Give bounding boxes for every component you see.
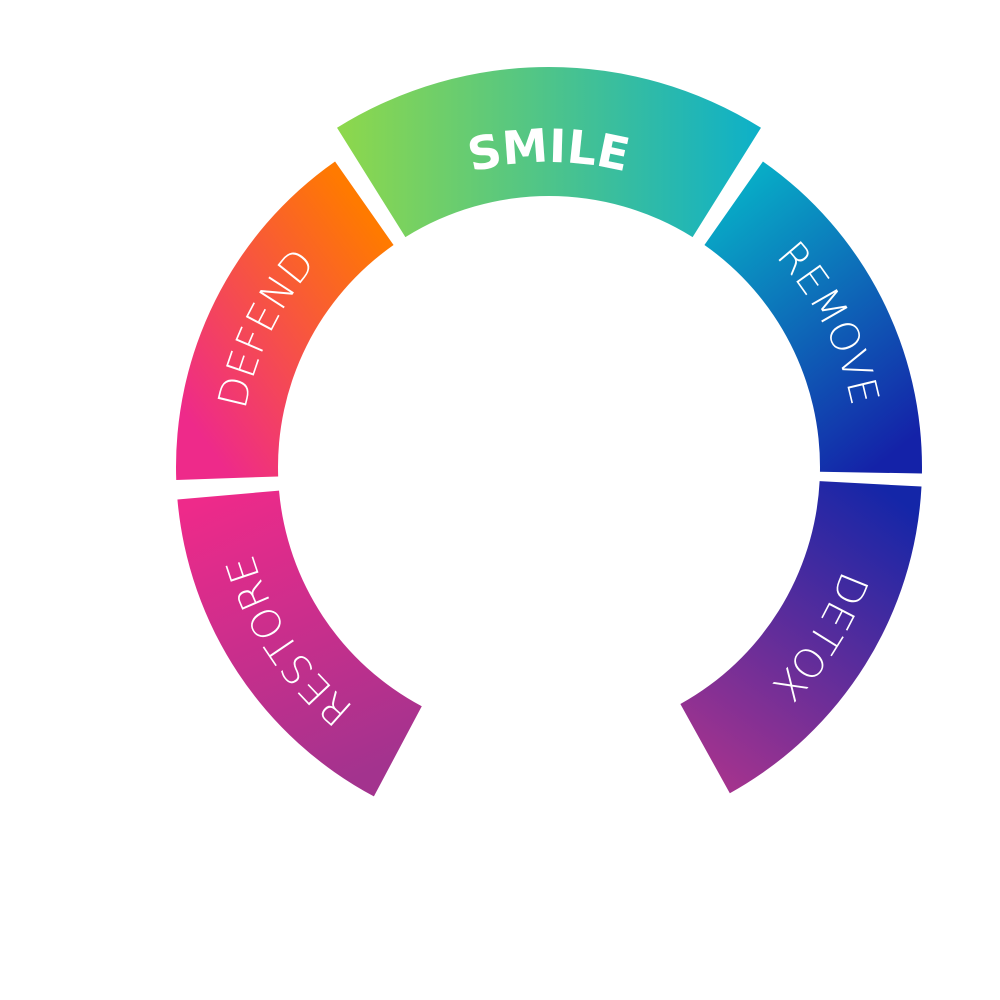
segment-defend: DEFEND: [176, 161, 394, 481]
segment-restore: RESTORE: [177, 490, 422, 797]
segment-remove-arc: [704, 161, 922, 474]
segment-restore-arc: [177, 490, 422, 797]
segment-detox: DETOX: [680, 481, 922, 794]
segment-detox-arc: [680, 481, 922, 794]
segment-smile-arc: [337, 66, 761, 238]
segment-defend-arc: [176, 161, 394, 481]
segment-smile: SMILE: [337, 66, 761, 238]
segment-remove: REMOVE: [704, 161, 922, 474]
